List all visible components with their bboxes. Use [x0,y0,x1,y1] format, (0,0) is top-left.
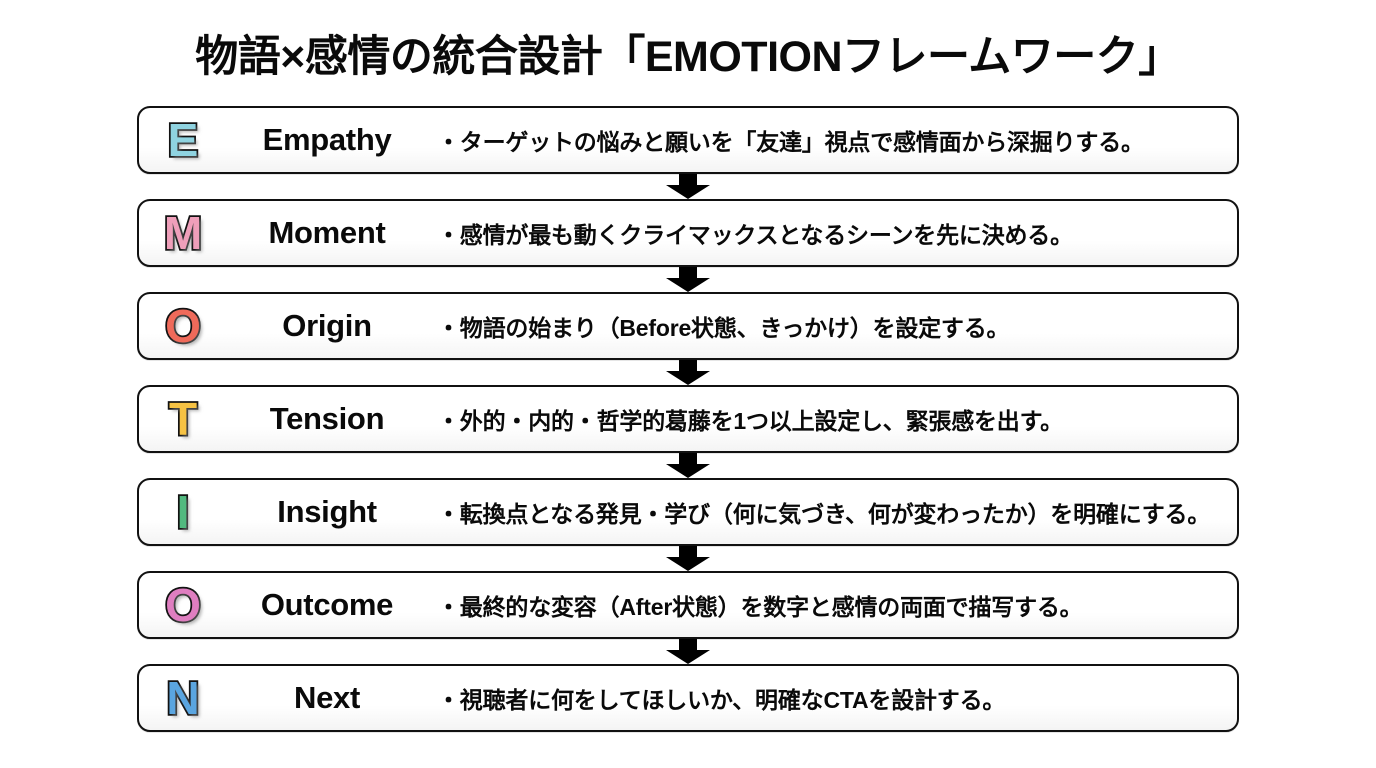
step-name: Empathy [262,122,392,157]
framework-step-4: T Tension ・外的・内的・哲学的葛藤を1つ以上設定し、緊張感を出す。 [137,385,1239,478]
down-arrow-icon [666,453,710,478]
letter-glyph: M [162,207,204,259]
step-row[interactable]: O Origin ・物語の始まり（Before状態、きっかけ）を設定する。 [137,292,1239,360]
step-description: ・外的・内的・哲学的葛藤を1つ以上設定し、緊張感を出す。 [437,408,1063,434]
step-description: ・ターゲットの悩みと願いを「友達」視点で感情面から深掘りする。 [437,129,1144,155]
step-description: ・視聴者に何をしてほしいか、明確なCTAを設計する。 [437,687,1006,713]
step-description: ・最終的な変容（After状態）を数字と感情の両面で描写する。 [437,594,1083,620]
framework-step-7: N Next ・視聴者に何をしてほしいか、明確なCTAを設計する。 [137,664,1239,732]
step-row[interactable]: N Next ・視聴者に何をしてほしいか、明確なCTAを設計する。 [137,664,1239,732]
down-arrow-icon [666,174,710,199]
letter-badge-n: N [139,664,221,732]
framework-step-6: O Outcome ・最終的な変容（After状態）を数字と感情の両面で描写する… [137,571,1239,664]
letter-glyph: T [167,393,199,445]
letter-badge-o-outcome: O [139,571,221,639]
letter-badge-m: M [139,199,221,267]
letter-glyph: I [175,486,191,538]
down-arrow-icon [666,546,710,571]
letter-glyph: O [163,579,202,631]
letter-glyph: E [166,114,200,166]
step-name: Outcome [260,587,394,622]
letter-badge-t: T [139,385,221,453]
step-row[interactable]: T Tension ・外的・内的・哲学的葛藤を1つ以上設定し、緊張感を出す。 [137,385,1239,453]
framework-step-2: M Moment ・感情が最も動くクライマックスとなるシーンを先に決める。 [137,199,1239,292]
down-arrow-icon [666,360,710,385]
down-arrow-icon [666,639,710,664]
step-row[interactable]: E Empathy ・ターゲットの悩みと願いを「友達」視点で感情面から深掘りする… [137,106,1239,174]
down-arrow-icon [666,267,710,292]
letter-badge-i: I [139,478,221,546]
page-title: 物語×感情の統合設計「EMOTIONフレームワーク」 [195,33,1181,81]
step-description: ・物語の始まり（Before状態、きっかけ）を設定する。 [437,315,1010,341]
step-name: Tension [269,401,385,436]
letter-badge-o-origin: O [139,292,221,360]
framework-steps-list: E Empathy ・ターゲットの悩みと願いを「友達」視点で感情面から深掘りする… [137,106,1239,734]
letter-badge-e: E [139,106,221,174]
framework-step-5: I Insight ・転換点となる発見・学び（何に気づき、何が変わったか）を明確… [137,478,1239,571]
letter-glyph: O [163,300,202,352]
step-name: Next [294,680,360,715]
step-name: Origin [282,308,372,343]
step-name: Moment [268,215,386,250]
step-description: ・転換点となる発見・学び（何に気づき、何が変わったか）を明確にする。 [437,501,1211,527]
step-row[interactable]: O Outcome ・最終的な変容（After状態）を数字と感情の両面で描写する… [137,571,1239,639]
framework-step-1: E Empathy ・ターゲットの悩みと願いを「友達」視点で感情面から深掘りする… [137,106,1239,199]
step-description: ・感情が最も動くクライマックスとなるシーンを先に決める。 [437,222,1073,248]
step-name: Insight [277,494,377,529]
step-row[interactable]: M Moment ・感情が最も動くクライマックスとなるシーンを先に決める。 [137,199,1239,267]
letter-glyph: N [165,672,202,724]
framework-step-3: O Origin ・物語の始まり（Before状態、きっかけ）を設定する。 [137,292,1239,385]
step-row[interactable]: I Insight ・転換点となる発見・学び（何に気づき、何が変わったか）を明確… [137,478,1239,546]
